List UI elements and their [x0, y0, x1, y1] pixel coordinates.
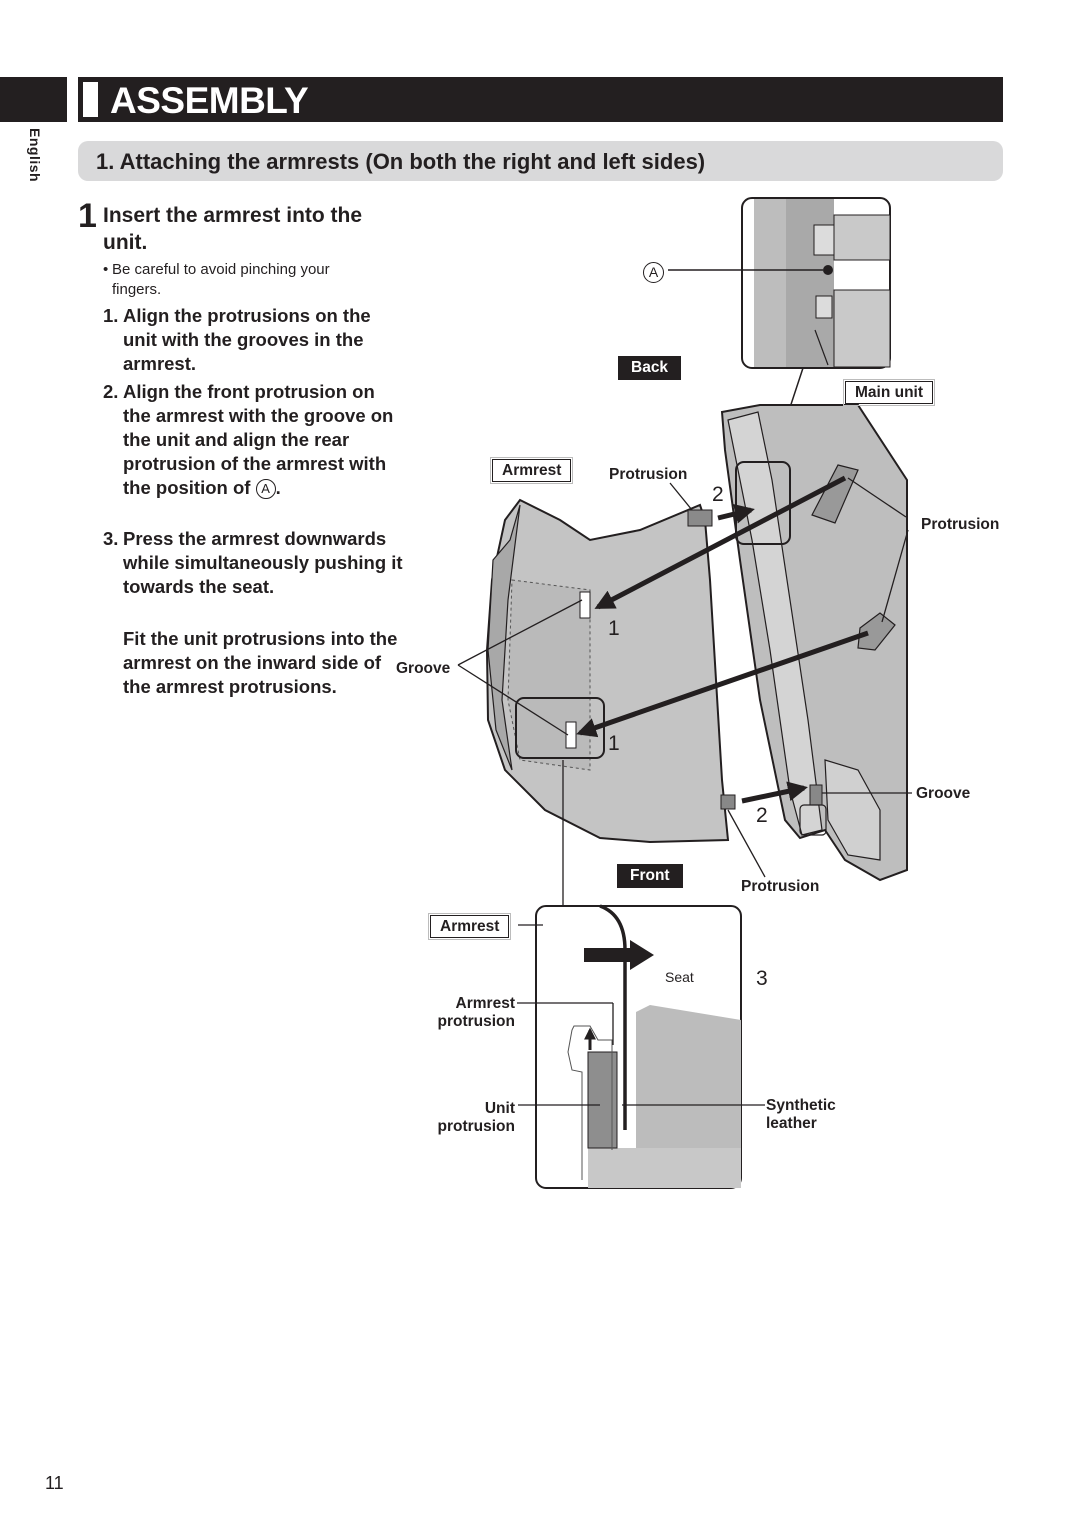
section-heading-bar: [78, 141, 1003, 181]
instruction-text: Align the front protrusion on the armres…: [123, 380, 403, 500]
instruction-item-1: 1. Align the protrusions on the unit wit…: [103, 304, 403, 376]
step-number: 1: [78, 197, 97, 235]
protrusion-label-armrest-front: Protrusion: [741, 878, 820, 895]
instruction-number: 3.: [103, 528, 119, 549]
fit-instruction: Fit the unit protrusions into the armres…: [103, 627, 403, 699]
instruction-item-2: 2. Align the front protrusion on the arm…: [103, 380, 403, 500]
section-title: 1. Attaching the armrests (On both the r…: [96, 149, 706, 174]
groove-label-unit: Groove: [916, 785, 971, 802]
page-title: ASSEMBLY: [110, 80, 309, 121]
step-mark-2-lower: 2: [756, 804, 768, 827]
header-bar: [78, 77, 1003, 122]
instruction-text: Press the armrest downwards while simult…: [123, 528, 403, 597]
step-mark-2-upper: 2: [712, 483, 724, 506]
instruction-text: Align the protrusions on the unit with t…: [123, 305, 371, 374]
armrest-label-inset: Armrest: [427, 913, 512, 940]
main-unit-label: Main unit: [842, 379, 936, 406]
note-text: Be careful to avoid pinching your finger…: [112, 261, 330, 298]
step-mark-1-upper: 1: [608, 617, 620, 640]
language-tab-bar: [0, 77, 67, 122]
note-bullet: •: [103, 261, 109, 278]
instruction-text-end: .: [275, 477, 281, 498]
main-unit-shape: [720, 404, 908, 882]
instruction-number: 2.: [103, 381, 119, 402]
language-text: English: [27, 128, 43, 183]
step-title: Insert the armrest into the unit.: [103, 204, 363, 254]
armrest-protrusion-label: Armrest protrusion: [437, 995, 516, 1030]
instruction-text-main: Align the front protrusion on the armres…: [123, 381, 394, 498]
protrusion-label-unit: Protrusion: [921, 516, 1000, 533]
language-label: English: [27, 128, 49, 193]
caution-note: •Be careful to avoid pinching your finge…: [103, 260, 393, 300]
armrest-label-top: Armrest: [489, 457, 574, 484]
fit-text: Fit the unit protrusions into the armres…: [123, 628, 398, 697]
step-mark-1-lower: 1: [608, 732, 620, 755]
back-tag: Back: [618, 356, 682, 380]
instruction-number: 1.: [103, 305, 119, 326]
back-detail-inset: [668, 197, 891, 369]
groove-label-armrest: Groove: [396, 660, 451, 677]
symbol-a-marker: A: [643, 262, 664, 283]
symbol-a-icon: A: [255, 479, 276, 499]
page-number: 11: [45, 1473, 64, 1493]
front-detail-inset: [517, 904, 765, 1189]
step-mark-3: 3: [756, 967, 768, 990]
unit-protrusion-label: Unit protrusion: [437, 1100, 516, 1135]
header-marker: [83, 82, 98, 117]
front-tag: Front: [617, 864, 683, 888]
synthetic-leather-label: Synthetic leather: [766, 1097, 836, 1132]
protrusion-label-armrest-rear: Protrusion: [609, 466, 688, 483]
seat-label: Seat: [665, 969, 694, 985]
instruction-item-3: 3. Press the armrest downwards while sim…: [103, 527, 403, 599]
armrest-shape: [485, 498, 736, 844]
